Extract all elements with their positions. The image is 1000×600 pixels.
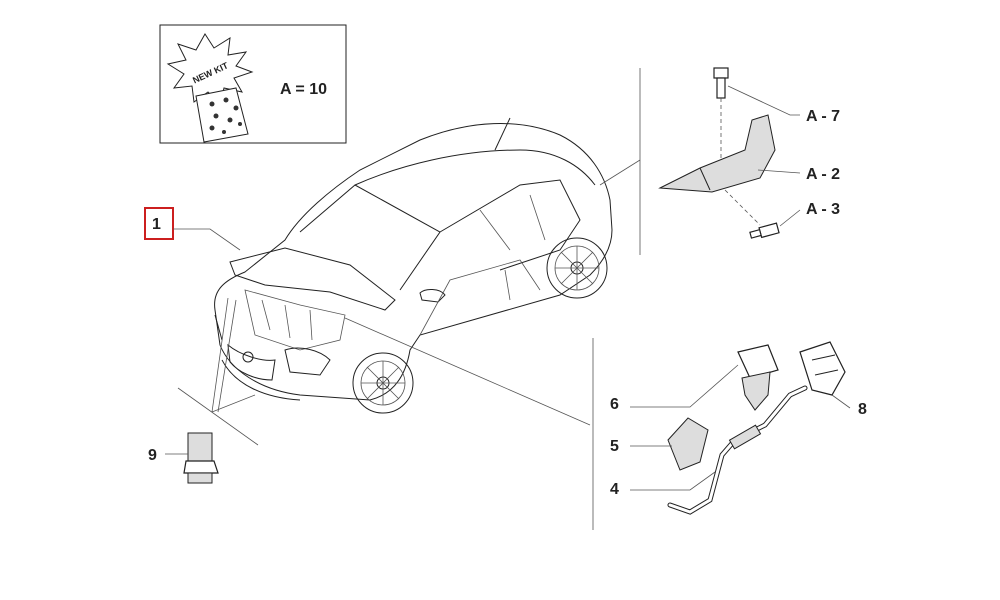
callout-4: 4 bbox=[610, 481, 619, 498]
latch-detail bbox=[630, 341, 851, 515]
screw-a3-icon bbox=[749, 222, 780, 239]
callout-6: 6 bbox=[610, 396, 619, 413]
callout-9: 9 bbox=[148, 447, 157, 464]
callout-5: 5 bbox=[610, 438, 619, 455]
callout-a3: A - 3 bbox=[806, 201, 840, 218]
leader-lines bbox=[177, 68, 641, 530]
callout-8: 8 bbox=[858, 401, 867, 418]
callout-1-highlight[interactable] bbox=[144, 207, 174, 240]
bracket-detail bbox=[658, 67, 801, 239]
callout-1[interactable]: 1 bbox=[152, 216, 161, 233]
callout-a7: A - 7 bbox=[806, 108, 840, 125]
hardware-bag-icon bbox=[195, 87, 249, 143]
bolt-a7-icon bbox=[713, 67, 729, 99]
car-illustration bbox=[214, 117, 613, 414]
callout-a2: A - 2 bbox=[806, 166, 840, 183]
kit-quantity-label: A = 10 bbox=[280, 81, 327, 98]
plug-part-9-icon bbox=[165, 432, 219, 484]
clip-part-6-icon bbox=[737, 344, 779, 411]
pad-part-5-icon bbox=[667, 417, 709, 471]
kit-inset: NEW KIT A = 10 bbox=[159, 24, 347, 144]
bracket-a2-icon bbox=[658, 114, 776, 193]
